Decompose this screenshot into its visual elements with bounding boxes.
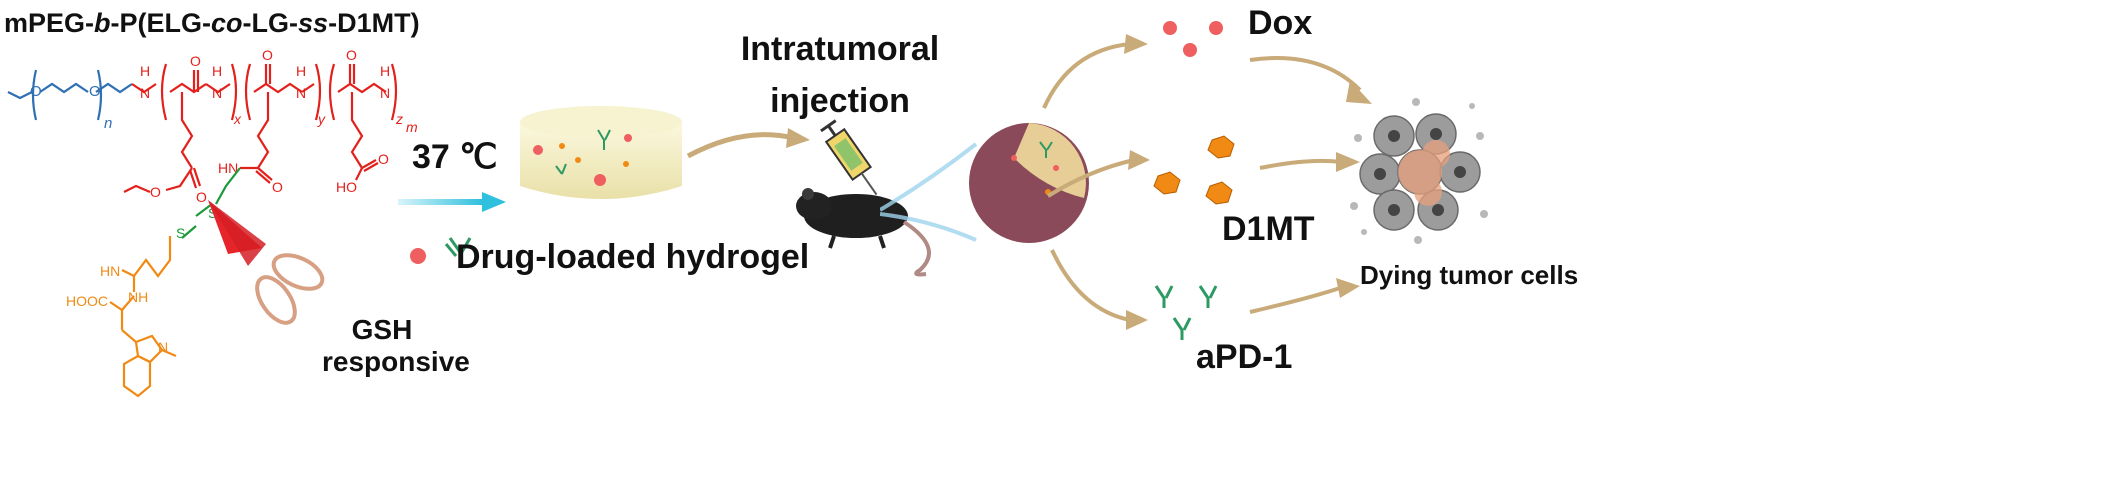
d1mt-particle-icon (1207, 135, 1235, 159)
ester-oxygen-double: O (196, 189, 207, 205)
d1mt-particle-icon (1205, 181, 1233, 205)
nh-2-h: H (212, 63, 222, 79)
dox-particle-icon (1209, 21, 1223, 35)
imine-hn: HN (100, 263, 120, 279)
apd1-label: aPD-1 (1196, 338, 1293, 376)
title-part: -P(ELG- (110, 8, 212, 38)
indole-nitrogen: N (158, 339, 168, 355)
ester-oxygen-single: O (150, 184, 161, 200)
apd1-particles (1154, 285, 1218, 340)
imine-nh: NH (128, 289, 148, 305)
title-part: -LG- (242, 8, 299, 38)
release-arrows (1042, 34, 1150, 330)
peg-oxygen-1: O (30, 83, 42, 100)
sulfur-1: S (208, 205, 217, 221)
nh-4-h: H (380, 63, 390, 79)
m-subscript: m (406, 119, 418, 135)
scissors-icon (208, 200, 325, 325)
dying-label: Dying tumor cells (1360, 260, 1579, 290)
y-subscript: y (317, 111, 326, 127)
syringe-icon (820, 119, 878, 196)
amide-hn: HN (218, 160, 238, 176)
dox-particle-icon (1163, 21, 1177, 35)
cell-cluster-icon (1350, 98, 1488, 244)
x-subscript: x (233, 111, 242, 127)
drug-legend (410, 237, 472, 268)
gsh-line-1: GSH (351, 314, 413, 345)
title-part: -D1MT) (328, 8, 420, 38)
peg-oxygen-2: O (89, 83, 101, 100)
nh-2-n: N (212, 85, 222, 101)
carbonyl-o-3: O (346, 47, 357, 63)
antibody-icon (1154, 285, 1174, 308)
injection-beams (880, 142, 978, 242)
nh-3-h: H (296, 63, 306, 79)
temperature-label: 37 ℃ (412, 138, 498, 176)
carbonyl-o-2: O (262, 47, 273, 63)
sulfur-2: S (176, 225, 185, 241)
mouse-icon (796, 188, 931, 277)
z-subscript: z (395, 111, 403, 127)
antibody-icon (444, 237, 472, 268)
title-part: ss (298, 8, 329, 38)
hydrogel-label: Drug-loaded hydrogel (456, 238, 810, 276)
dox-particles (1163, 21, 1223, 57)
antibody-icon (1172, 317, 1192, 340)
title-part: b (94, 8, 111, 38)
gsh-line-2: responsive (322, 346, 470, 377)
nh-3-n: N (296, 85, 306, 101)
hydrogel-icon (520, 106, 682, 199)
polymer-structure: O O n (7, 47, 418, 398)
d1mt-particle-icon (1153, 171, 1181, 195)
acid-oxygen: O (378, 151, 389, 167)
injection-label: Intratumoral injection (720, 32, 960, 118)
polymer-title: mPEG-b-P(ELG-co-LG-ss-D1MT) (4, 10, 420, 37)
dox-particle-icon (1183, 43, 1197, 57)
acid-ho: HO (336, 179, 357, 195)
nh-1-h: H (140, 63, 150, 79)
injection-line-1: Intratumoral (740, 30, 940, 68)
nh-4-n: N (380, 85, 390, 101)
peg-block (7, 69, 133, 121)
nh-1-n: N (140, 85, 150, 101)
hooc-group: HOOC (66, 293, 108, 309)
d1mt-particles (1153, 135, 1235, 205)
polypeptide-backbone (123, 63, 398, 194)
arrow-to-injection (686, 128, 810, 159)
kill-arrows (1249, 56, 1372, 314)
dox-label: Dox (1248, 4, 1313, 42)
disulfide-linker (181, 167, 241, 239)
antibody-icon (1198, 285, 1218, 308)
carbonyl-o-1: O (190, 53, 201, 69)
gsh-label: GSH responsive (322, 314, 470, 377)
d1mt-moiety (109, 236, 177, 398)
peg-n-subscript: n (104, 115, 112, 132)
title-part: mPEG- (4, 8, 95, 38)
dox-particle-icon (410, 248, 426, 264)
injection-line-2: injection (770, 82, 910, 120)
amide-oxygen: O (272, 179, 283, 195)
tumor-icon (969, 123, 1089, 243)
d1mt-label: D1MT (1222, 210, 1315, 248)
title-part: co (211, 8, 243, 38)
gelation-arrow (398, 192, 506, 212)
